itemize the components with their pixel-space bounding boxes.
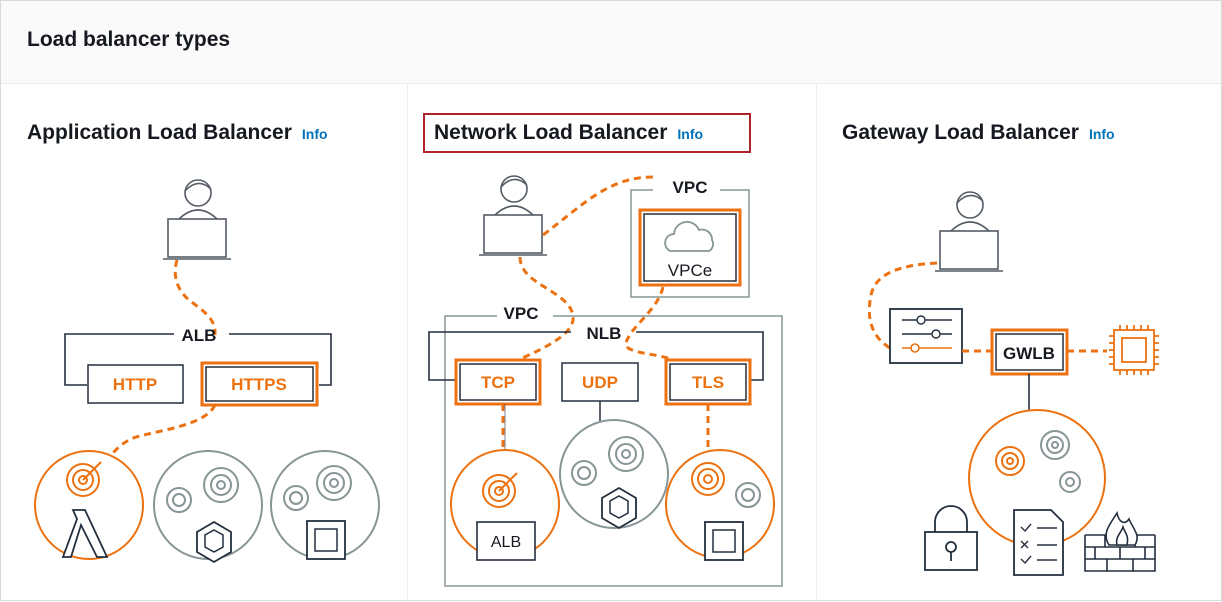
user-icon xyxy=(479,175,547,256)
gwlb-title-text: Gateway Load Balancer xyxy=(842,121,1079,144)
alb-card-title: Application Load Balancer Info xyxy=(27,121,328,145)
gwlb-diagram: GWLB xyxy=(867,191,1159,576)
nlb-title-text: Network Load Balancer xyxy=(434,121,668,144)
panel-header: Load balancer types xyxy=(1,1,1221,84)
security-appliance-icon xyxy=(889,308,963,364)
vpce-label: VPCe xyxy=(668,261,712,280)
container-target-group xyxy=(559,419,669,530)
gwlb-box: GWLB xyxy=(990,328,1069,376)
https-listener: HTTPS xyxy=(200,361,319,407)
gwlb-card[interactable]: Gateway Load Balancer Info xyxy=(817,85,1222,602)
alb-card[interactable]: Application Load Balancer Info ALB HTTP xyxy=(1,85,408,602)
lock-icon xyxy=(924,505,978,571)
alb-target-flow xyxy=(104,404,217,464)
http-listener: HTTP xyxy=(87,364,184,404)
endpoint-vpc-label: VPC xyxy=(673,178,708,197)
user-icon xyxy=(935,191,1003,272)
alb-target-group: ALB xyxy=(450,449,560,561)
nlb-bracket: NLB xyxy=(428,324,764,381)
nlb-card[interactable]: Network Load Balancer Info VPC VPCe xyxy=(408,85,817,602)
panel-title: Load balancer types xyxy=(27,28,231,51)
nlb-label: NLB xyxy=(587,324,622,343)
svg-text:HTTP: HTTP xyxy=(113,375,157,394)
nlb-info-link[interactable]: Info xyxy=(677,126,704,142)
user-icon xyxy=(163,179,231,260)
alb-flow-line xyxy=(173,259,217,336)
alb-diagram: ALB HTTP HTTPS xyxy=(34,179,380,564)
tcp-listener: TCP xyxy=(454,358,542,406)
endpoint-vpc-group: VPC xyxy=(630,178,750,298)
svg-text:HTTPS: HTTPS xyxy=(231,375,287,394)
outer-vpc-label: VPC xyxy=(504,304,539,323)
instance-target-group xyxy=(270,450,380,560)
container-target-group xyxy=(153,450,263,564)
nlb-diagram: VPC VPCe VPC NLB xyxy=(428,175,783,587)
tls-listener: TLS xyxy=(664,358,752,406)
nlb-card-title: Network Load Balancer Info xyxy=(434,121,703,145)
appliance-target-group xyxy=(968,409,1106,547)
nlb-flow-lines xyxy=(510,175,680,365)
alb-target-label: ALB xyxy=(491,534,521,551)
svg-text:UDP: UDP xyxy=(582,373,618,392)
gwlb-info-link[interactable]: Info xyxy=(1088,126,1115,142)
nlb-selected-outline xyxy=(423,113,751,153)
checklist-icon xyxy=(1013,509,1064,576)
alb-label: ALB xyxy=(182,326,217,345)
gwlb-flow-line xyxy=(867,261,938,350)
alb-title-text: Application Load Balancer xyxy=(27,121,292,144)
gwlb-label: GWLB xyxy=(1003,344,1055,363)
alb-info-link[interactable]: Info xyxy=(301,126,328,142)
outer-vpc-group: VPC xyxy=(444,304,783,587)
instance-target-group xyxy=(665,449,775,561)
svg-text:TCP: TCP xyxy=(481,373,515,392)
chip-icon xyxy=(1109,325,1159,375)
vpc-endpoint-box: VPCe xyxy=(638,208,742,287)
lambda-target-group xyxy=(34,450,144,560)
gwlb-card-title: Gateway Load Balancer Info xyxy=(842,121,1115,145)
alb-bracket: ALB xyxy=(64,326,332,386)
firewall-icon xyxy=(1084,510,1156,572)
svg-text:TLS: TLS xyxy=(692,373,724,392)
udp-listener: UDP xyxy=(561,362,639,402)
